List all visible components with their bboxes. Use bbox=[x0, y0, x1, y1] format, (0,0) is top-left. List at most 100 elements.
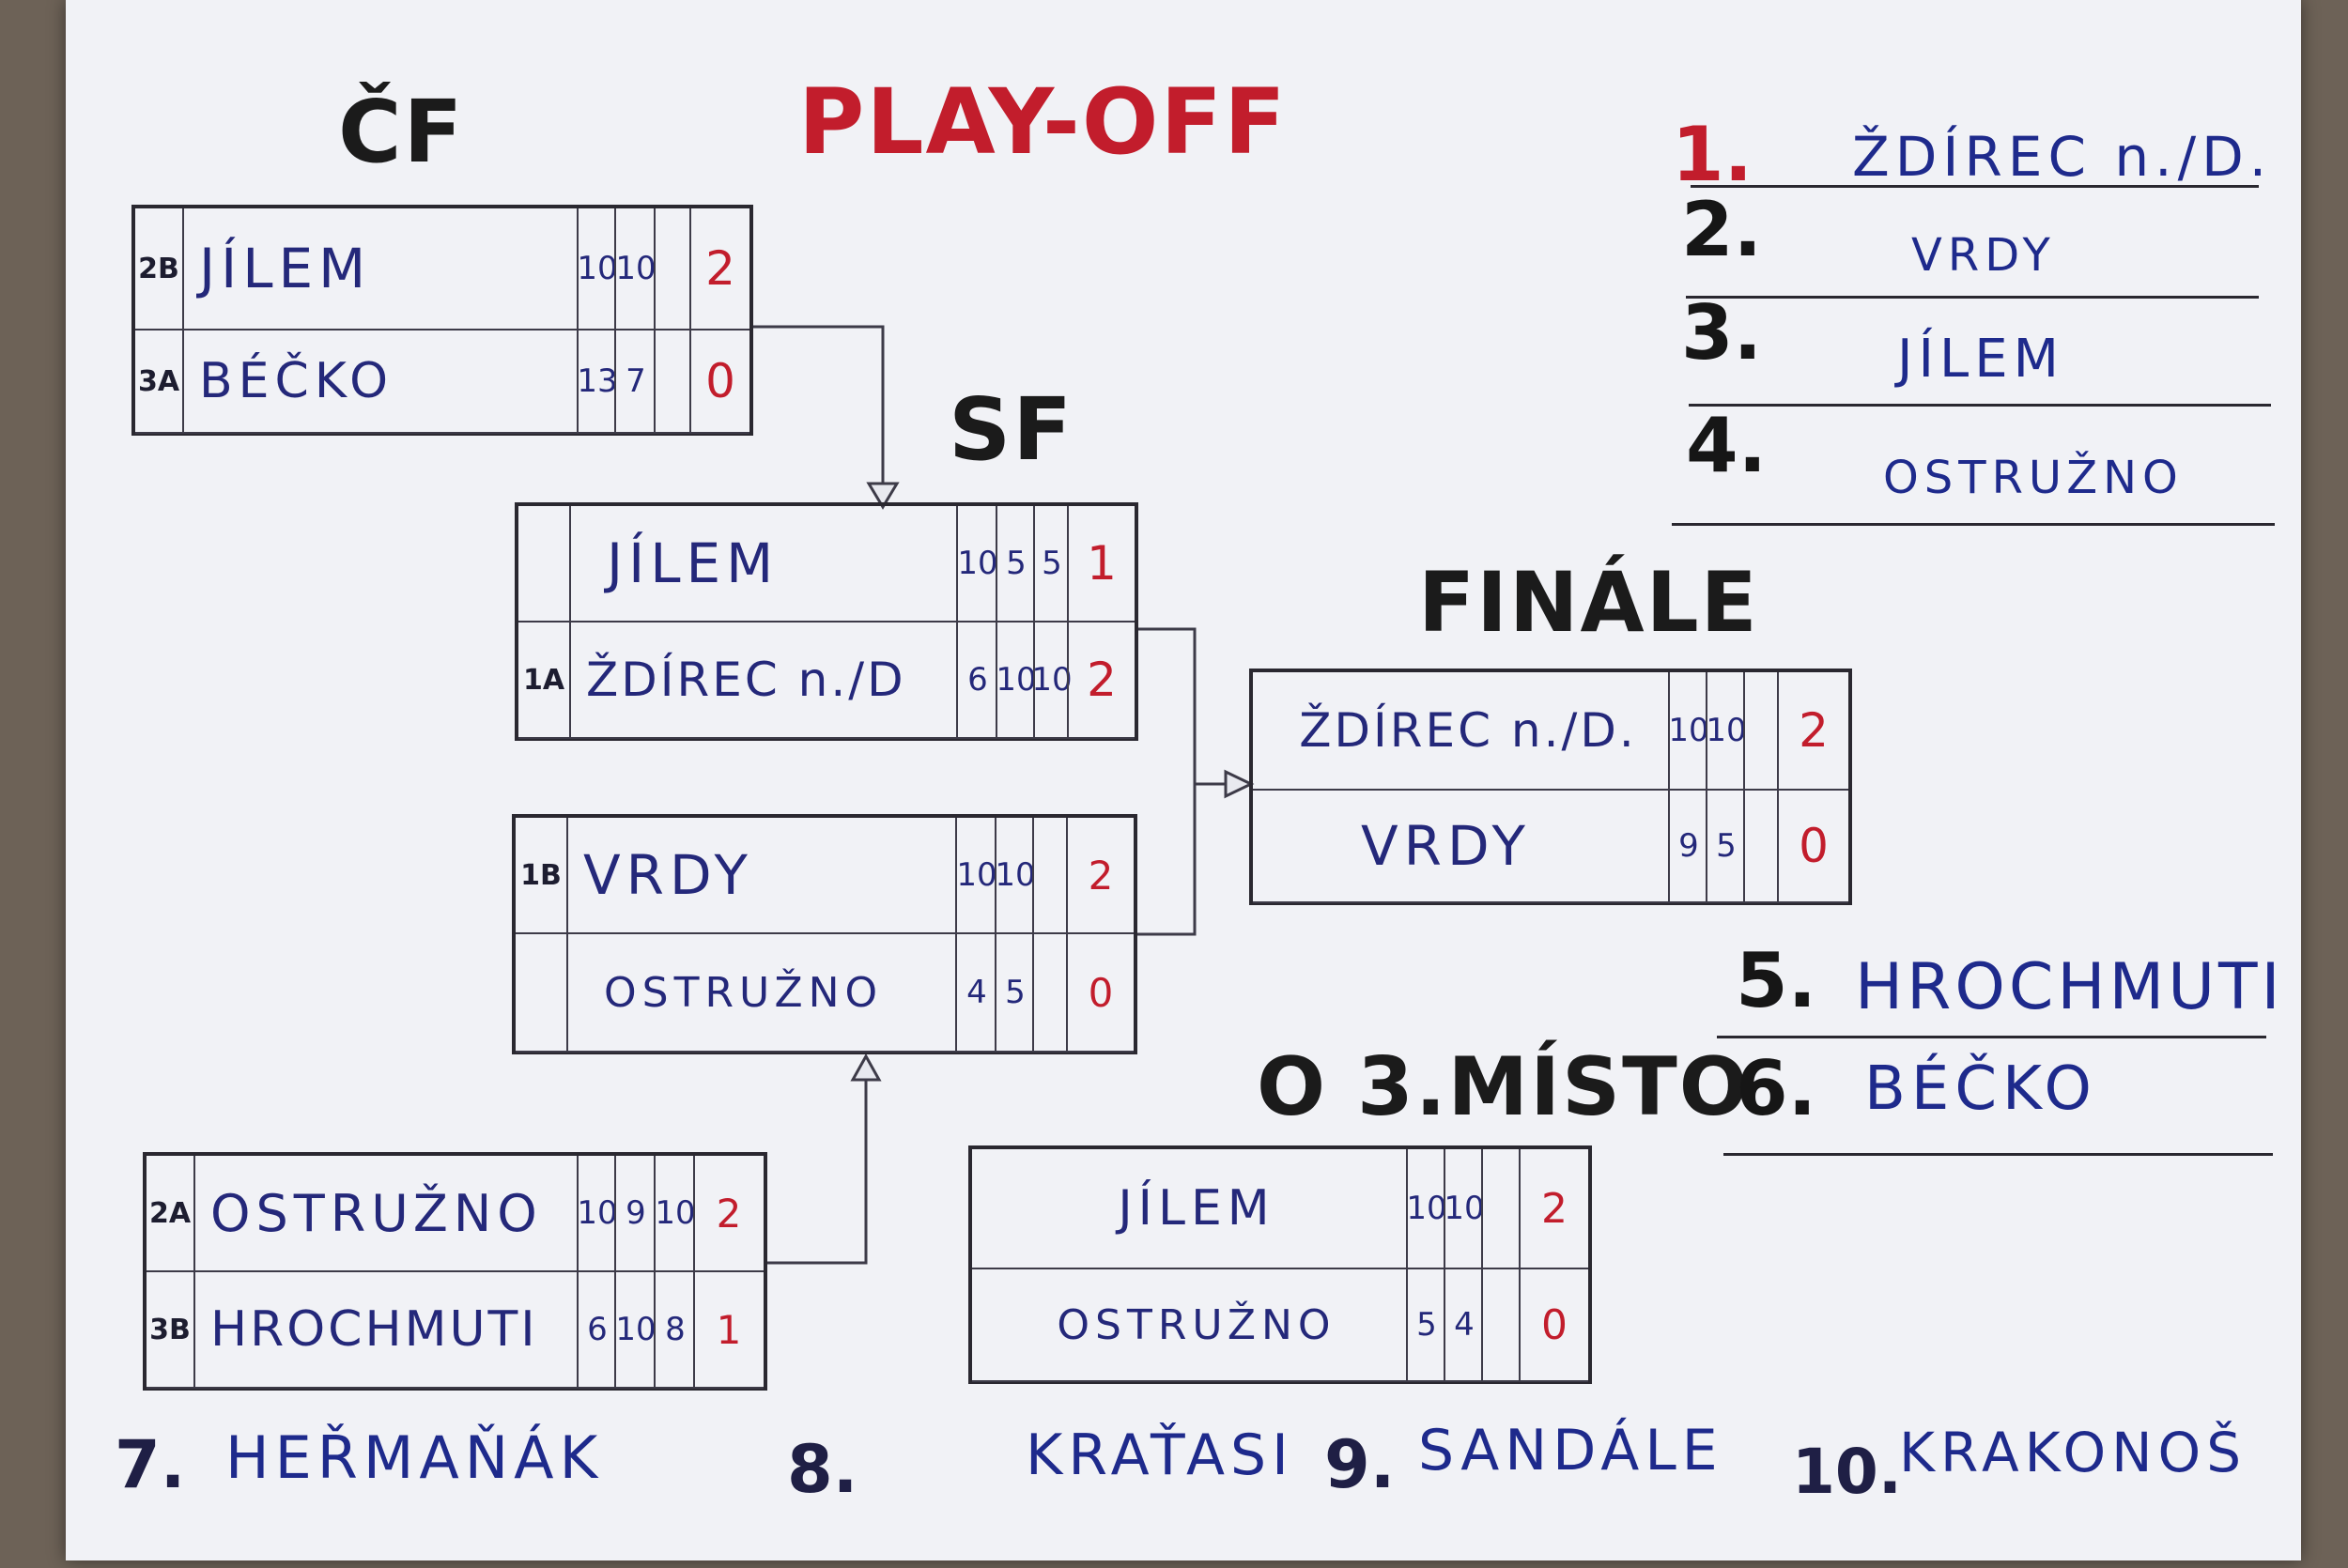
set-score: 8 bbox=[665, 1311, 686, 1348]
rank-divider bbox=[1723, 1153, 2273, 1156]
set-score: 13 bbox=[577, 362, 618, 400]
rank-place: 3. bbox=[1681, 289, 1763, 377]
final-match: ŽDÍREC n./D. 10 10 2 VRDY 9 5 0 bbox=[1249, 669, 1852, 905]
heading-quarterfinal: ČF bbox=[338, 82, 465, 182]
set-score: 6 bbox=[587, 1311, 608, 1348]
set-score: 5 bbox=[1005, 974, 1026, 1011]
match-row: JÍLEM 10 10 2 bbox=[972, 1149, 1588, 1269]
seed-label: 1B bbox=[520, 858, 562, 892]
team-name: VRDY bbox=[583, 843, 753, 907]
rank-team: OSTRUŽNO bbox=[1883, 452, 2184, 504]
rank-place: 2. bbox=[1681, 186, 1763, 273]
rank-team: JÍLEM bbox=[1897, 329, 2064, 390]
team-name: HROCHMUTI bbox=[210, 1301, 538, 1358]
match-row: JÍLEM 10 5 5 1 bbox=[518, 506, 1135, 623]
set-score: 7 bbox=[626, 362, 646, 400]
team-name: JÍLEM bbox=[607, 531, 780, 595]
set-score: 6 bbox=[967, 661, 988, 699]
connector-qf1-sf1 bbox=[751, 325, 885, 493]
arrow-final bbox=[1224, 769, 1255, 799]
match-row: 1B VRDY 10 10 2 bbox=[516, 818, 1134, 934]
sets-won: 2 bbox=[1088, 852, 1114, 899]
bracket-sheet bbox=[66, 0, 2301, 1560]
team-name: OSTRUŽNO bbox=[604, 968, 884, 1017]
set-score: 5 bbox=[1716, 827, 1737, 865]
set-score: 10 bbox=[996, 661, 1037, 699]
set-score: 9 bbox=[626, 1194, 646, 1232]
set-score: 4 bbox=[966, 974, 987, 1011]
rank-team: VRDY bbox=[1911, 229, 2056, 282]
match-row: OSTRUŽNO 5 4 0 bbox=[972, 1269, 1588, 1382]
set-score bbox=[1483, 1269, 1521, 1380]
set-score: 4 bbox=[1454, 1306, 1475, 1344]
heading-semifinal: SF bbox=[949, 379, 1074, 480]
sets-won: 2 bbox=[1541, 1184, 1568, 1233]
sets-won: 0 bbox=[1088, 969, 1114, 1016]
set-score bbox=[1745, 791, 1779, 901]
rank-place: 7. bbox=[115, 1426, 186, 1503]
set-score: 10 bbox=[1668, 712, 1709, 749]
set-score bbox=[1034, 934, 1068, 1051]
rank-place: 10. bbox=[1792, 1436, 1902, 1508]
set-score bbox=[656, 331, 691, 432]
rank-divider bbox=[1691, 185, 2259, 188]
set-score: 10 bbox=[577, 1194, 618, 1232]
match-row: 2A OSTRUŽNO 10 9 10 2 bbox=[147, 1156, 764, 1272]
set-score: 10 bbox=[615, 250, 657, 287]
set-score: 10 bbox=[1444, 1190, 1485, 1227]
sets-won: 1 bbox=[1087, 536, 1117, 591]
sets-won: 2 bbox=[1799, 703, 1829, 758]
set-score: 10 bbox=[655, 1194, 696, 1232]
team-name: OSTRUŽNO bbox=[1057, 1300, 1336, 1349]
match-row: 3B HROCHMUTI 6 10 8 1 bbox=[147, 1272, 764, 1389]
set-score bbox=[1483, 1149, 1521, 1268]
rank-place: 5. bbox=[1736, 937, 1817, 1024]
set-score bbox=[1034, 818, 1068, 932]
match-row: VRDY 9 5 0 bbox=[1253, 791, 1848, 903]
match-row: 1A ŽDÍREC n./D 6 10 10 2 bbox=[518, 623, 1135, 739]
set-score: 10 bbox=[956, 856, 997, 894]
rank-team: HROCHMUTI bbox=[1855, 950, 2284, 1024]
set-score: 10 bbox=[1031, 661, 1073, 699]
seed-label: 2A bbox=[148, 1196, 192, 1230]
rank-team: KRAKONOŠ bbox=[1899, 1421, 2248, 1484]
quarterfinal-2: 2A OSTRUŽNO 10 9 10 2 3B HROCHMUTI 6 10 … bbox=[143, 1152, 767, 1391]
team-name: ŽDÍREC n./D bbox=[586, 653, 906, 707]
seed-label: 1A bbox=[522, 663, 565, 697]
set-score: 10 bbox=[1406, 1190, 1447, 1227]
seed-label bbox=[518, 506, 569, 621]
rank-place: 9. bbox=[1324, 1426, 1396, 1503]
set-score: 10 bbox=[615, 1311, 657, 1348]
heading-third-place: O 3.MÍSTO bbox=[1257, 1040, 1750, 1134]
seed-label bbox=[516, 934, 566, 1051]
team-name: ŽDÍREC n./D. bbox=[1299, 703, 1637, 758]
sets-won: 0 bbox=[705, 354, 735, 408]
set-score: 5 bbox=[1042, 545, 1062, 582]
set-score: 10 bbox=[1706, 712, 1747, 749]
connector-qf2-sf2 bbox=[765, 1070, 868, 1265]
set-score bbox=[656, 208, 691, 329]
set-score: 9 bbox=[1678, 827, 1699, 865]
match-row: 3A BÉČKO 13 7 0 bbox=[135, 331, 749, 434]
rank-team: HEŘMAŇÁK bbox=[225, 1423, 604, 1492]
rank-divider bbox=[1672, 523, 2275, 526]
rank-place: 4. bbox=[1686, 402, 1768, 489]
seed-label: 3B bbox=[149, 1313, 191, 1346]
seed-label: 2B bbox=[138, 252, 179, 285]
rank-team: KRAŤASI bbox=[1026, 1422, 1294, 1488]
set-score bbox=[1745, 672, 1779, 789]
rank-place: 6. bbox=[1736, 1045, 1817, 1132]
quarterfinal-1: 2B JÍLEM 10 10 2 3A BÉČKO 13 7 0 bbox=[131, 205, 753, 436]
set-score: 5 bbox=[1006, 545, 1027, 582]
rank-place: 1. bbox=[1672, 111, 1753, 198]
match-row: OSTRUŽNO 4 5 0 bbox=[516, 934, 1134, 1053]
team-name: JÍLEM bbox=[1118, 1180, 1275, 1237]
sets-won: 2 bbox=[705, 241, 735, 296]
set-score: 5 bbox=[1416, 1306, 1437, 1344]
rank-team: BÉČKO bbox=[1864, 1054, 2097, 1124]
rank-divider bbox=[1717, 1036, 2266, 1038]
sets-won: 2 bbox=[716, 1190, 742, 1237]
rank-divider bbox=[1686, 296, 2259, 299]
arrow-qf1 bbox=[866, 482, 900, 510]
